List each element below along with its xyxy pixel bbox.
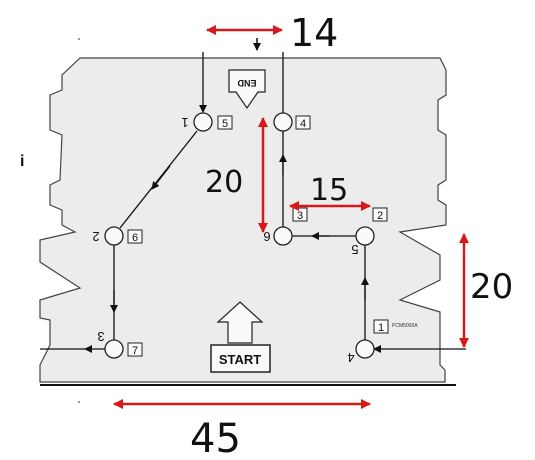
- node-3-box-number: 3: [297, 210, 303, 222]
- node-4-box: [295, 115, 311, 130]
- node-3-label: 6: [263, 229, 270, 244]
- node-2-box-number: 2: [377, 210, 383, 222]
- side-stamp: i: [20, 153, 24, 170]
- end-arrow-shape: [228, 69, 266, 110]
- node-6-label: 2: [92, 229, 99, 244]
- node-1-box: [373, 319, 389, 334]
- dim-bottom-value: 45: [190, 416, 241, 460]
- node-5-circle: [193, 112, 213, 132]
- node-5-box: [217, 115, 233, 130]
- node-2-circle: [355, 226, 375, 246]
- path-line-node5-node6: [119, 130, 198, 229]
- node-7-circle: [104, 339, 124, 359]
- end-label: END: [237, 78, 257, 88]
- node-4-circle: [273, 112, 293, 132]
- dot-mark-bottom: [78, 401, 80, 403]
- node-6-box: [127, 229, 143, 244]
- node-3-circle: [273, 226, 293, 246]
- start-box: [210, 344, 271, 373]
- dim-top-value: 14: [290, 11, 338, 55]
- node-4-box-number: 4: [300, 118, 306, 130]
- node-6-box-number: 6: [132, 232, 138, 244]
- node-1-circle: [355, 339, 375, 359]
- node-6-circle: [104, 226, 124, 246]
- node-5-label: 1: [181, 115, 188, 130]
- ref-code: PCM5000A: [392, 323, 418, 329]
- node-1-label: 4: [347, 350, 354, 365]
- node-7-label: 3: [97, 329, 104, 344]
- dot-mark-top: [78, 38, 80, 40]
- node-2-label: 5: [351, 242, 358, 257]
- board-outline: [39, 57, 447, 383]
- start-label: START: [219, 352, 261, 367]
- node-2-box: [372, 207, 388, 222]
- dim-right-vertical-value: 20: [470, 267, 513, 307]
- node-5-box-number: 5: [222, 118, 228, 130]
- start-arrow-shape: [216, 301, 264, 344]
- node-7-box-number: 7: [132, 345, 138, 357]
- path-arrow-diagonal: [151, 165, 171, 190]
- node-7-box: [127, 342, 143, 357]
- node-1-box-number: 1: [378, 322, 384, 334]
- dim-left-vertical-value: 20: [205, 165, 243, 200]
- dim-middle-horizontal-value: 15: [310, 173, 348, 208]
